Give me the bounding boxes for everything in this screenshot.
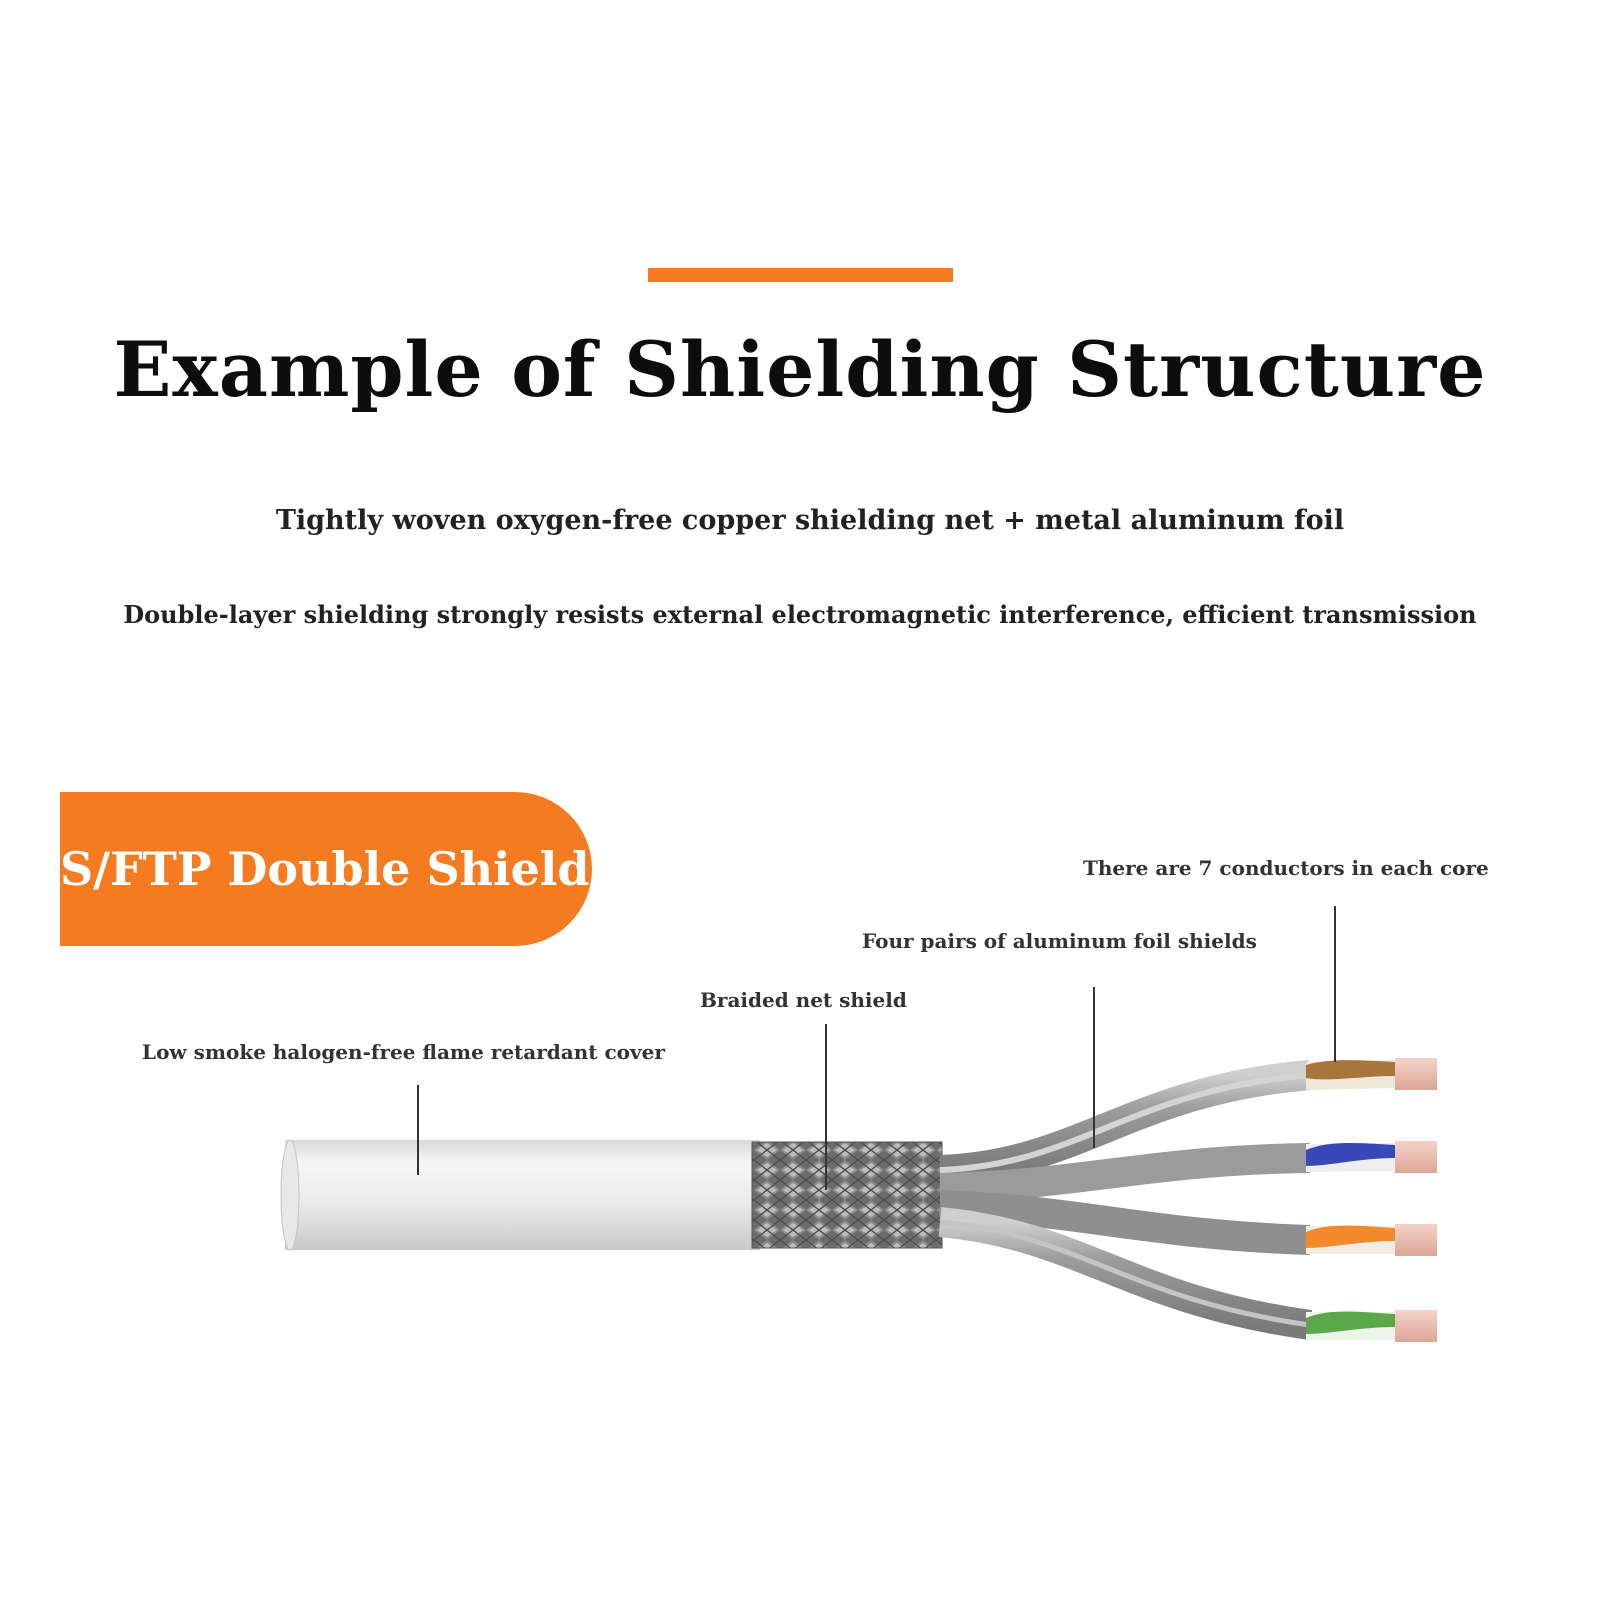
twisted-pair-3: [1306, 1225, 1395, 1254]
callout-conductors: There are 7 conductors in each core: [1083, 856, 1489, 880]
twisted-pair-2-color: [1306, 1142, 1395, 1166]
conductor-tip-3: [1395, 1224, 1437, 1256]
foil-pair-2: [939, 1143, 1311, 1203]
twisted-pair-4-color: [1306, 1311, 1395, 1334]
twisted-pair-2: [1306, 1142, 1395, 1172]
braided-shield: [751, 1141, 943, 1249]
conductor-tips: [1395, 1058, 1437, 1342]
subtitle-shield-materials: Tightly woven oxygen-free copper shieldi…: [275, 505, 1345, 536]
conductor-tip-4: [1395, 1310, 1437, 1342]
twisted-pair-4: [1306, 1311, 1395, 1340]
accent-bar: [648, 268, 953, 282]
outer-jacket: [280, 1139, 760, 1251]
foil-pair-3: [939, 1190, 1311, 1255]
leader-lines: [417, 906, 1336, 1190]
subtitle-shield-benefit: Double-layer shielding strongly resists …: [123, 600, 1477, 629]
conductor-tip-1: [1395, 1058, 1437, 1090]
twisted-pair-1: [1306, 1060, 1395, 1090]
conductor-tip-2: [1395, 1141, 1437, 1173]
twisted-pair-3-color: [1306, 1225, 1395, 1248]
callout-cover: Low smoke halogen-free flame retardant c…: [142, 1040, 665, 1064]
sftp-badge-label: S/FTP Double Shield: [60, 842, 590, 896]
page-title: Example of Shielding Structure: [113, 325, 1487, 414]
callout-braid: Braided net shield: [700, 988, 907, 1012]
foil-shielded-pairs: [938, 1060, 1313, 1340]
twisted-pair-1-color: [1306, 1060, 1395, 1080]
callout-foil: Four pairs of aluminum foil shields: [862, 929, 1257, 953]
sftp-badge: S/FTP Double Shield: [60, 792, 592, 946]
